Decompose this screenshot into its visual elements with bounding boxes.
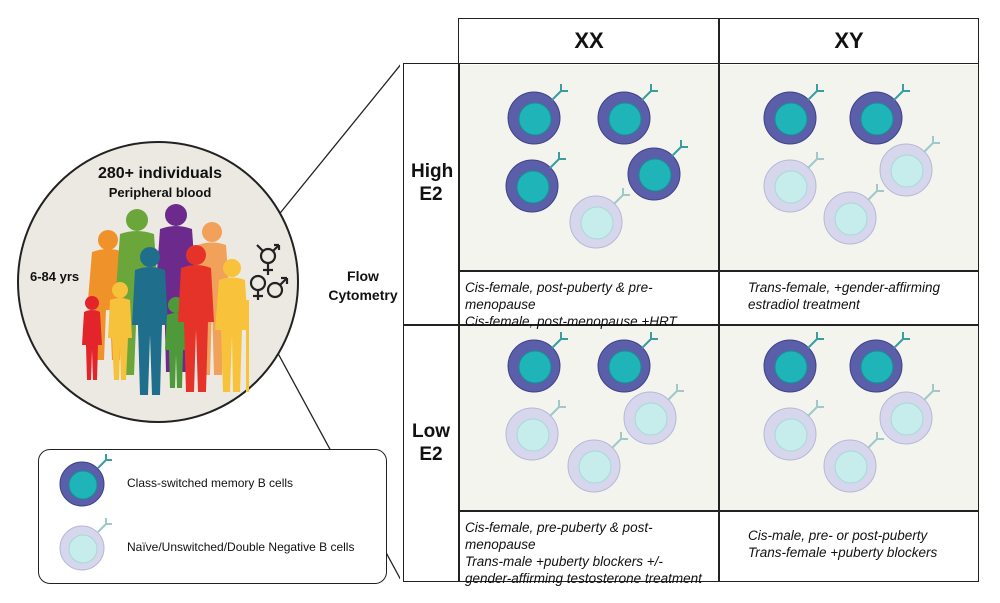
naive-b-cell-icon (763, 152, 824, 213)
memory-b-cell-icon (507, 332, 568, 393)
caption-low-xy: Cis-male, pre- or post-puberty Trans-fem… (748, 527, 973, 561)
naive-b-cell-icon (879, 136, 940, 197)
memory-b-cell-icon (597, 332, 658, 393)
legend-label-naive: Naïve/Unswitched/Double Negative B cells (127, 540, 355, 554)
naive-b-cell-icon (879, 384, 940, 445)
memory-b-cell-icon (849, 332, 910, 393)
legend-label-memory: Class-switched memory B cells (127, 476, 294, 490)
row-label-low-e2-text: Low E2 (412, 421, 450, 465)
caption-divider-top (458, 270, 979, 272)
population-subtitle: Peripheral blood (108, 185, 212, 200)
naive-b-cell-icon (567, 432, 628, 493)
caption-line: Trans-female, +gender-affirming (748, 280, 940, 295)
row-label-high-e2-text: High E2 (411, 161, 454, 205)
row-label-divider (458, 63, 460, 582)
row-divider (403, 324, 979, 326)
memory-b-cell-icon (763, 332, 824, 393)
naive-b-cell-icon (823, 184, 884, 245)
age-range: 6-84 yrs (30, 269, 80, 284)
caption-line: gender-affirming testosterone treatment (465, 571, 702, 586)
naive-b-cell-icon (505, 400, 566, 461)
gender-symbols-icon (249, 243, 289, 300)
caption-line: Cis-female, post-menopause +HRT (465, 314, 677, 329)
column-header-xx: XX (574, 27, 604, 53)
naive-b-cell-icon (763, 400, 824, 461)
caption-line: Cis-female, post-puberty & pre-menopause (465, 280, 653, 312)
column-divider (718, 18, 720, 582)
memory-b-cell-icon (763, 84, 824, 145)
caption-line: Trans-female +puberty blockers (748, 545, 938, 560)
caption-line: Cis-male, pre- or post-puberty (748, 528, 928, 543)
caption-divider-bottom (458, 510, 979, 512)
legend-icons (59, 454, 112, 571)
population-graphic (17, 64, 400, 580)
legend-memory-b-cell-icon (59, 454, 112, 507)
caption-high-xy: Trans-female, +gender-affirming estradio… (748, 279, 973, 313)
population-title: 280+ individuals (97, 165, 223, 182)
memory-b-cell-icon (507, 84, 568, 145)
memory-b-cell-icon (597, 84, 658, 145)
caption-line: estradiol treatment (748, 297, 860, 312)
caption-high-xx: Cis-female, post-puberty & pre-menopause… (465, 279, 715, 330)
naive-b-cell-icon (823, 432, 884, 493)
caption-line: Cis-female, pre-puberty & post-menopause (465, 520, 653, 552)
memory-b-cell-icon (849, 84, 910, 145)
naive-b-cell-icon (569, 188, 630, 249)
people-silhouettes-icon (82, 204, 249, 395)
zoom-line-top (267, 64, 400, 229)
memory-b-cell-icon (627, 140, 688, 201)
memory-b-cell-icon (505, 152, 566, 213)
caption-line: Trans-male +puberty blockers +/- (465, 554, 663, 569)
caption-low-xx: Cis-female, pre-puberty & post-menopause… (465, 519, 715, 587)
legend-naive-b-cell-icon (59, 518, 112, 571)
row-label-high-e2: High E2 (404, 160, 458, 206)
naive-b-cell-icon (623, 384, 684, 445)
column-header-xy: XY (834, 27, 864, 53)
row-label-low-e2: Low E2 (404, 420, 458, 466)
method-label: Flow Cytometry (328, 268, 398, 303)
grid-frame (403, 63, 979, 582)
